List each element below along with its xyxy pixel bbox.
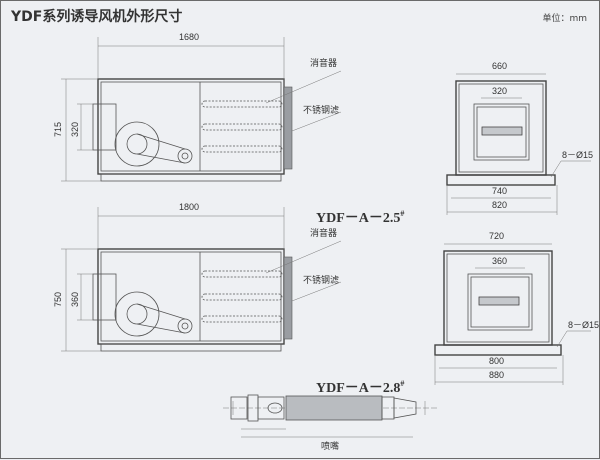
leader-line <box>291 281 342 302</box>
fan-wheel <box>126 133 148 155</box>
base-inner-dimension: 800 <box>489 356 504 366</box>
fan-outlet <box>478 296 520 306</box>
base-inner-dimension: 740 <box>492 186 507 196</box>
motor <box>177 318 193 334</box>
unit-label: 单位：mm <box>542 14 587 24</box>
silencer-row <box>201 123 283 131</box>
front-base <box>434 344 562 356</box>
model-mark: # <box>400 379 404 388</box>
inlet-dimension: 320 <box>70 122 80 137</box>
front-housing-inner <box>446 253 550 343</box>
model-mark: # <box>400 209 404 218</box>
motor <box>177 148 193 164</box>
fan-outlet <box>481 126 523 136</box>
side-base <box>100 343 282 352</box>
filter-label: 不锈钢滤 <box>303 274 339 285</box>
nozzle-label: 喷嘴 <box>321 441 339 451</box>
silencer-row <box>201 145 283 153</box>
leader-line <box>265 70 342 104</box>
belt <box>136 133 186 164</box>
filter-panel <box>283 86 293 170</box>
front-inlet <box>470 276 530 328</box>
model-label: YDF－A－2.8# <box>316 379 404 396</box>
length-dimension: 1680 <box>179 32 199 42</box>
holes-label: 8－Ø15 <box>568 320 599 330</box>
nozzle-drawing: 喷嘴 <box>223 394 437 451</box>
height-dimension: 750 <box>53 292 63 307</box>
front-inlet-frame <box>473 103 530 161</box>
motor-shaft <box>181 322 189 330</box>
silencer-row <box>201 100 283 108</box>
filter-panel <box>283 256 293 340</box>
front-width-dimension: 660 <box>492 61 507 71</box>
inlet-duct <box>92 103 117 151</box>
leader-line <box>550 160 562 178</box>
silencer-row <box>201 293 283 301</box>
filter-label: 不锈钢滤 <box>303 104 339 115</box>
silencer-row <box>201 270 283 278</box>
length-dimension: 1800 <box>179 202 199 212</box>
fan-housing <box>114 121 160 167</box>
front-base <box>446 174 556 186</box>
front-inlet-dimension: 320 <box>492 86 507 96</box>
model-name: YDF－A－2.8 <box>316 381 400 396</box>
height-dimension: 715 <box>53 122 63 137</box>
leader-line <box>265 240 342 274</box>
side-housing-inner <box>100 81 282 172</box>
front-width-dimension: 720 <box>489 231 504 241</box>
front-inlet-frame <box>467 273 533 331</box>
front-inlet <box>476 106 527 158</box>
holes-label: 8－Ø15 <box>562 150 593 160</box>
leader-line <box>291 111 342 132</box>
front-housing-inner <box>458 83 544 173</box>
belt <box>136 303 186 334</box>
front-inlet-dimension: 360 <box>492 256 507 266</box>
silencer-label: 消音器 <box>310 227 337 238</box>
side-housing-inner <box>100 251 282 342</box>
inlet-duct <box>92 273 117 321</box>
model-name: YDF－A－2.5 <box>316 211 400 226</box>
base-outer-dimension: 820 <box>492 200 507 210</box>
base-outer-dimension: 880 <box>489 370 504 380</box>
model-label: YDF－A－2.5# <box>316 209 404 226</box>
fan-housing <box>114 291 160 337</box>
fan-wheel <box>126 303 148 325</box>
motor-shaft <box>181 152 189 160</box>
leader-line <box>556 330 568 348</box>
page-title: YDF系列诱导风机外形尺寸 <box>11 9 183 25</box>
silencer-label: 消音器 <box>310 57 337 68</box>
silencer-row <box>201 315 283 323</box>
side-base <box>100 173 282 182</box>
inlet-dimension: 360 <box>70 292 80 307</box>
